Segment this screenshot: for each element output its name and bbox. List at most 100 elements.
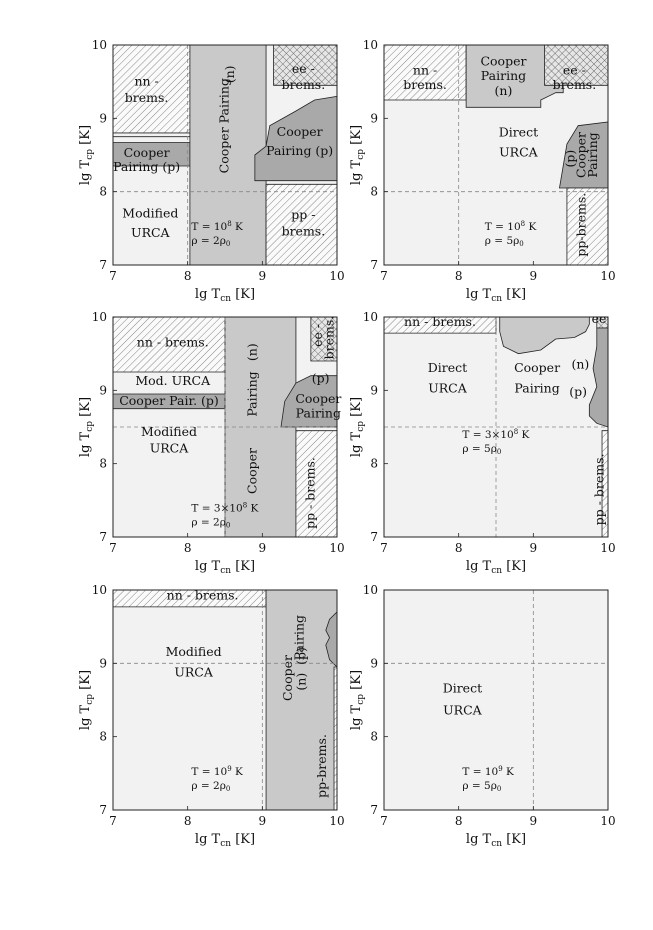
region-label: ee — [592, 311, 607, 326]
x-tick-label: 9 — [530, 269, 538, 283]
region-label: (p) — [569, 384, 587, 399]
region-label: ee - — [292, 61, 315, 76]
x-axis-label: lg Tcn [K] — [195, 559, 255, 576]
y-tick-label: 10 — [92, 583, 107, 597]
panel-frame — [112, 589, 338, 811]
region-hatch-1 — [112, 44, 191, 134]
y-tick-label: 10 — [92, 310, 107, 324]
y-tick-label: 9 — [99, 656, 107, 670]
region-label: pp - — [291, 207, 315, 222]
x-axis-label: lg Tcn [K] — [466, 832, 526, 849]
panel-frame — [383, 589, 609, 811]
x-tick-label: 9 — [259, 269, 267, 283]
x-axis-label: lg Tcn [K] — [195, 832, 255, 849]
region-label: Cooper — [480, 54, 526, 69]
y-tick-label: 7 — [370, 803, 378, 817]
region-label: ee - — [563, 62, 586, 77]
panel-frame — [112, 316, 338, 538]
temperature-note: T = 108 K — [191, 220, 243, 233]
x-axis-label: lg Tcn [K] — [195, 287, 255, 304]
region-label: Cooper — [277, 124, 323, 139]
region-label: brems. — [282, 224, 326, 239]
region-label: (n) — [571, 356, 589, 371]
region-label: Mod. URCA — [135, 373, 211, 388]
x-tick-label: 8 — [455, 269, 463, 283]
region-label: Pairing — [296, 405, 341, 420]
region-label: Modified — [141, 424, 197, 439]
temperature-note: T = 108 K — [485, 220, 537, 233]
temperature-note: T = 3×108 K — [462, 428, 529, 441]
y-tick-label: 8 — [99, 457, 107, 471]
y-tick-label: 7 — [99, 530, 107, 544]
density-note: ρ = 2ρ0 — [191, 235, 230, 248]
region-label: brems. — [553, 77, 597, 92]
region-label: URCA — [150, 441, 190, 456]
region-label: (n) — [244, 343, 259, 361]
region-label: pp-brems. — [574, 193, 589, 257]
panel-frame — [383, 44, 609, 266]
x-tick-label: 10 — [329, 269, 344, 283]
region-label: Pairing — [244, 371, 259, 416]
region-label: URCA — [499, 144, 539, 159]
y-tick-label: 9 — [370, 111, 378, 125]
density-note: ρ = 2ρ0 — [191, 516, 230, 529]
temperature-note: T = 109 K — [191, 765, 243, 778]
region-label: brems. — [282, 77, 326, 92]
y-tick-label: 8 — [370, 185, 378, 199]
x-tick-label: 8 — [184, 269, 192, 283]
y-tick-label: 9 — [370, 656, 378, 670]
region-label: nn - brems. — [404, 314, 476, 329]
y-axis-label: lg Tcp [K] — [78, 125, 95, 185]
temperature-note: T = 109 K — [462, 765, 514, 778]
y-tick-label: 9 — [99, 383, 107, 397]
region-label: Cooper — [124, 145, 170, 160]
region-label: Pairing (p) — [266, 143, 333, 158]
region-label: (p) — [294, 647, 309, 665]
region-label: Cooper — [514, 360, 560, 375]
y-tick-label: 10 — [363, 583, 378, 597]
panel-frame — [112, 44, 338, 266]
x-tick-label: 7 — [109, 814, 117, 828]
region-label: Cooper — [280, 655, 295, 701]
x-tick-label: 7 — [380, 269, 388, 283]
y-tick-label: 8 — [370, 457, 378, 471]
y-tick-label: 9 — [99, 111, 107, 125]
x-tick-label: 8 — [184, 814, 192, 828]
y-axis-label: lg Tcp [K] — [78, 397, 95, 457]
y-tick-label: 7 — [99, 258, 107, 272]
region-label: URCA — [428, 381, 468, 396]
x-axis-label: lg Tcn [K] — [466, 559, 526, 576]
x-tick-label: 9 — [259, 541, 267, 555]
region-label: Modified — [122, 205, 178, 220]
region-label: Pairing — [514, 381, 559, 396]
region-label: pp - brems. — [303, 457, 318, 529]
region-label: Cooper — [244, 448, 259, 494]
y-tick-label: 7 — [99, 803, 107, 817]
x-tick-label: 10 — [600, 541, 615, 555]
density-note: ρ = 2ρ0 — [191, 780, 230, 793]
region-label: brems. — [321, 316, 336, 360]
region-label: Cooper — [574, 132, 589, 178]
y-tick-label: 7 — [370, 530, 378, 544]
y-tick-label: 10 — [92, 38, 107, 52]
region-label: (p) — [312, 370, 330, 385]
region-label: URCA — [174, 665, 214, 680]
region-dark-3 — [325, 611, 338, 668]
region-label: pp-brems. — [314, 734, 329, 798]
region-light-2 — [112, 132, 191, 138]
density-note: ρ = 5ρ0 — [485, 235, 524, 248]
region-label: Direct — [428, 360, 467, 375]
y-axis-label: lg Tcp [K] — [349, 670, 366, 730]
region-label: nn - — [413, 62, 437, 77]
region-label: URCA — [443, 703, 483, 718]
x-tick-label: 10 — [600, 269, 615, 283]
density-note: ρ = 5ρ0 — [462, 443, 501, 456]
region-label: (n) — [222, 65, 237, 83]
y-tick-label: 8 — [370, 730, 378, 744]
